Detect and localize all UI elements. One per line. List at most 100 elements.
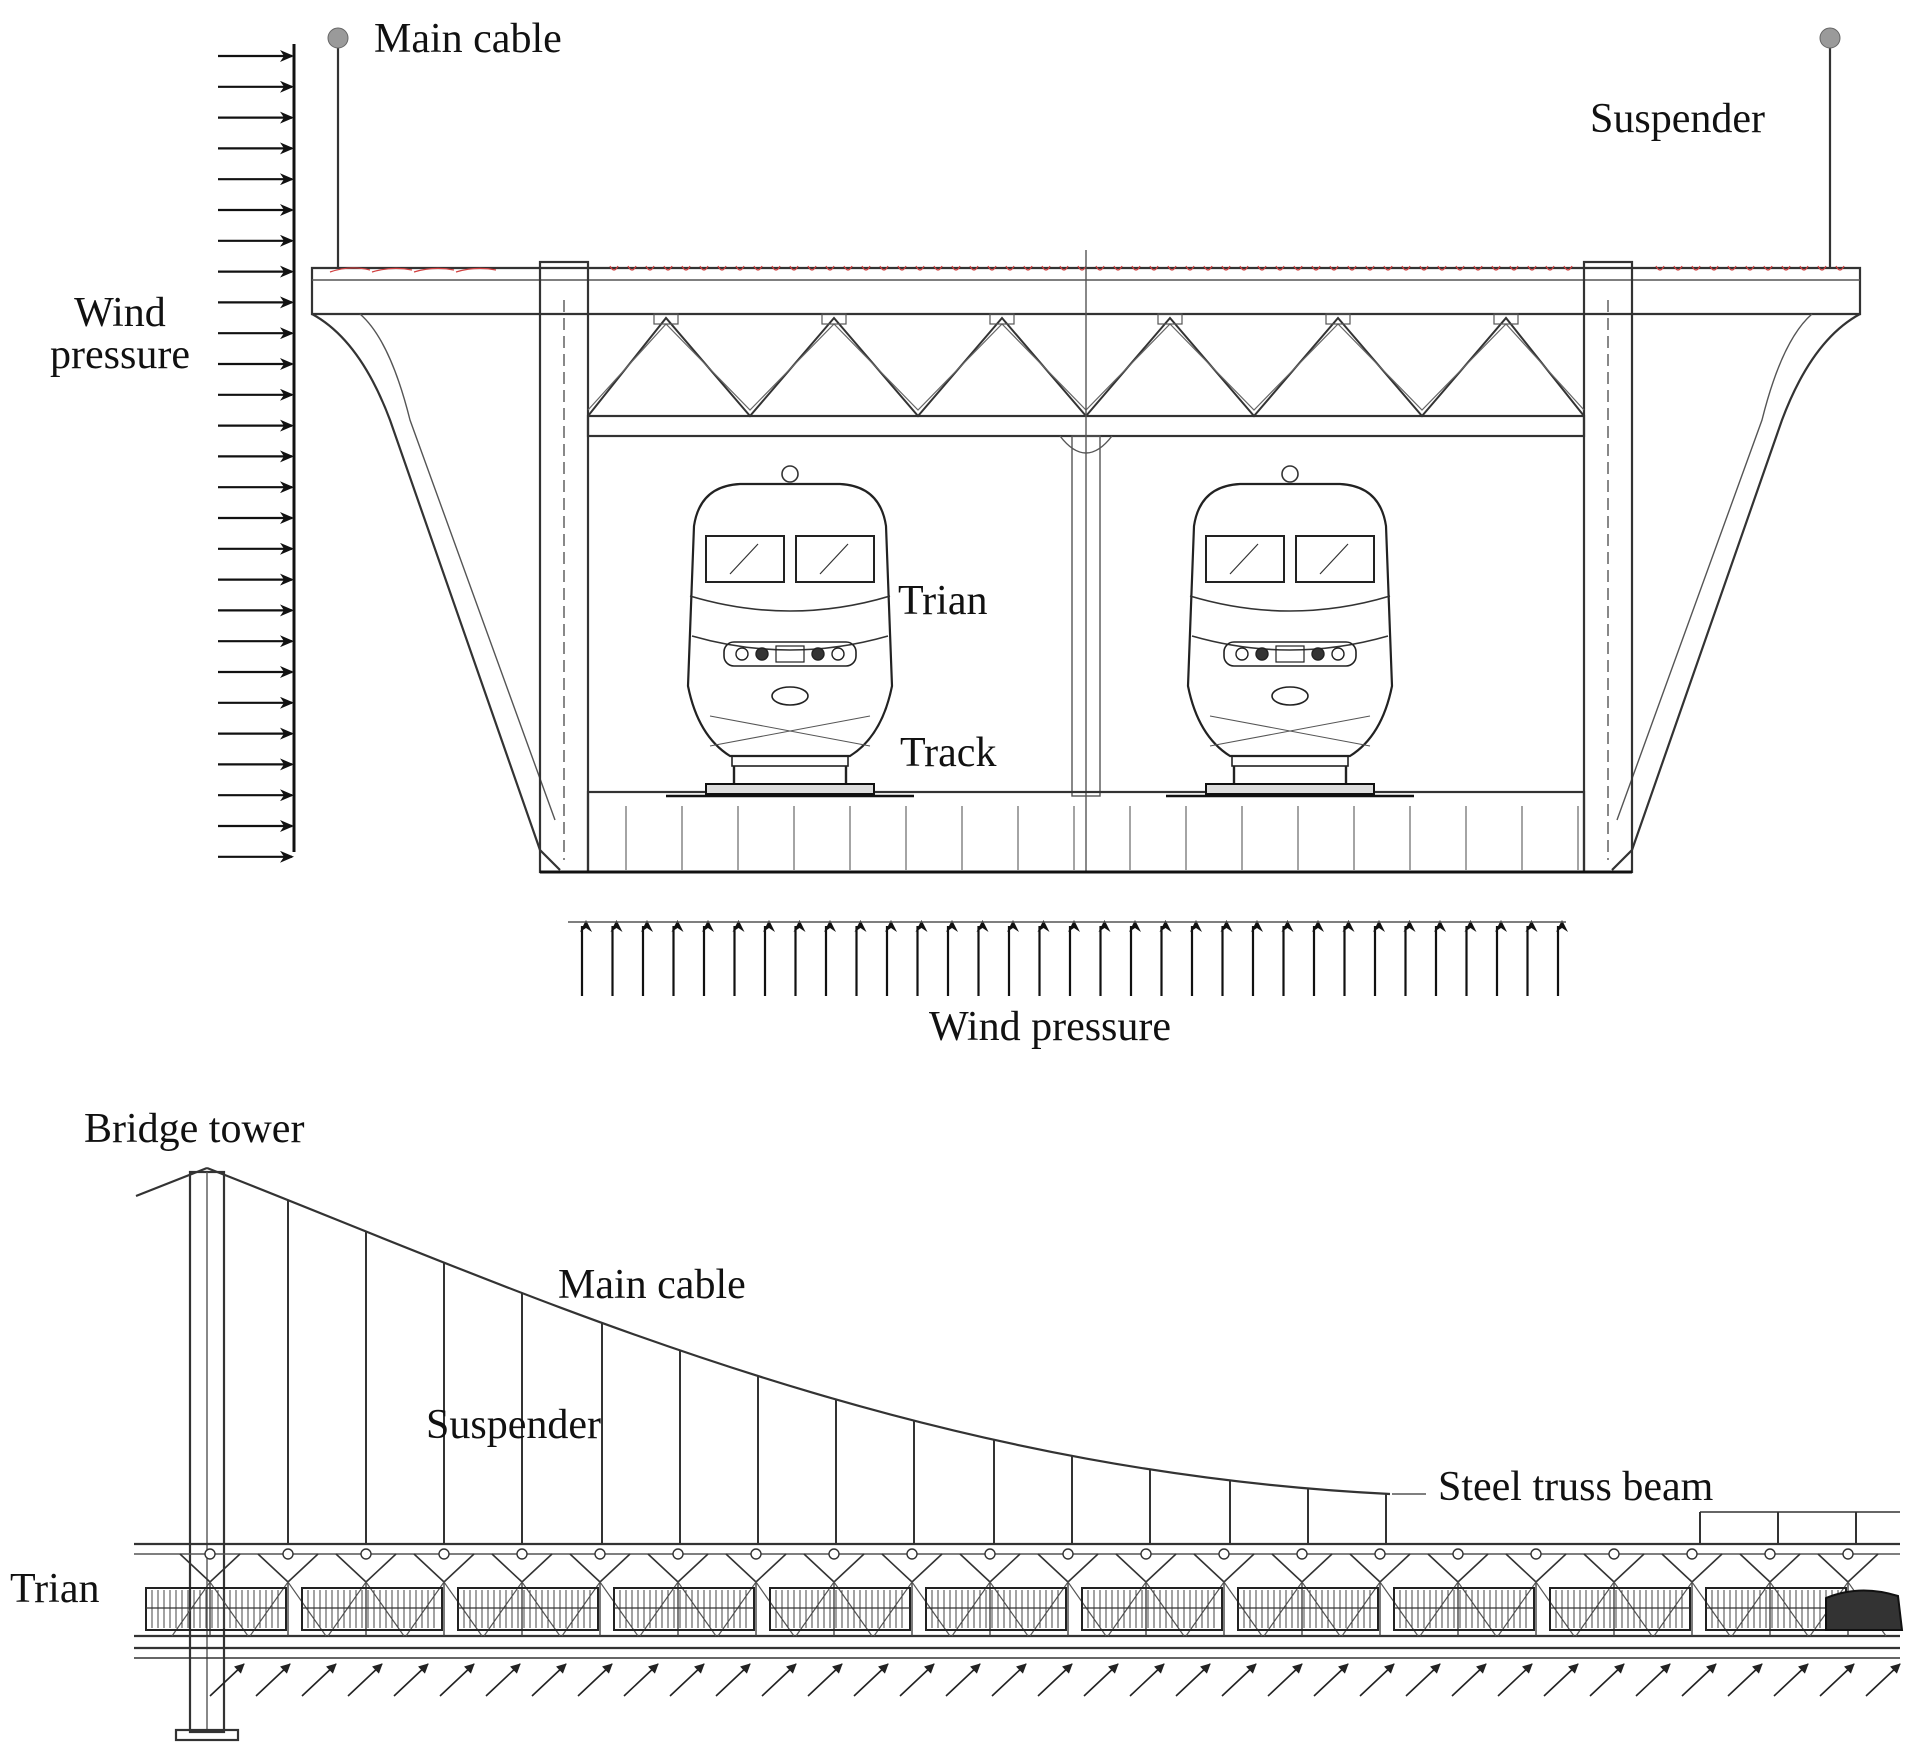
- label-suspender-elev: Suspender: [426, 1402, 601, 1448]
- window-glare: [1319, 543, 1349, 575]
- train-lamp: [1255, 647, 1269, 661]
- truss-web-diag: [405, 1580, 483, 1637]
- truss-gusset: [1493, 313, 1519, 325]
- right-chord-column: [1582, 260, 1634, 874]
- wind-hatch-arrow: [1635, 1663, 1671, 1697]
- train-car: [1393, 1587, 1535, 1631]
- label-wind-bottom: Wind pressure: [929, 1004, 1171, 1050]
- wind-hatch-arrow: [393, 1663, 429, 1697]
- wind-hatch-arrow: [347, 1663, 383, 1697]
- truss-web-diag: [561, 1580, 639, 1637]
- truss-node: [672, 1548, 684, 1560]
- truss-node: [1608, 1548, 1620, 1560]
- truss-web-diag: [327, 1580, 405, 1637]
- left-cantilever-outer: [311, 313, 561, 871]
- wind-hatch-arrow: [1681, 1663, 1717, 1697]
- truss-web-diag: [1263, 1580, 1341, 1637]
- truss-node: [1686, 1548, 1698, 1560]
- wind-hatch-arrow: [1083, 1663, 1119, 1697]
- train-window-left: [705, 535, 785, 583]
- label-track: Track: [900, 730, 996, 776]
- train-headlamp: [1281, 465, 1299, 483]
- train-light-bar: [723, 641, 857, 667]
- wind-hatch-arrow: [1773, 1663, 1809, 1697]
- wind-hatch-arrow: [1405, 1663, 1441, 1697]
- wind-hatch-arrow: [1129, 1663, 1165, 1697]
- wind-hatch-arrow: [1589, 1663, 1625, 1697]
- train-lamp: [1311, 647, 1325, 661]
- center-column: [1071, 435, 1101, 797]
- wind-hatch-arrow: [1819, 1663, 1855, 1697]
- train-lamp: [735, 647, 749, 661]
- side-elevation: Bridge tower Main cable Suspender Steel …: [10, 1106, 1904, 1742]
- truss-node: [828, 1548, 840, 1560]
- train-front-left: [666, 465, 914, 798]
- truss-web-diag: [483, 1580, 561, 1637]
- cable-node-right: [1819, 27, 1841, 49]
- train-lamp: [755, 647, 769, 661]
- truss-web-diag: [171, 1580, 249, 1637]
- wind-hatch-arrow: [1313, 1663, 1349, 1697]
- train-lamp: [1235, 647, 1249, 661]
- label-train-top: Trian: [898, 578, 987, 624]
- truss-web-diag: [1575, 1580, 1653, 1637]
- elevation-suspenders: [287, 1200, 1387, 1544]
- wind-hatch-arrow: [1037, 1663, 1073, 1697]
- train-window-right: [1295, 535, 1375, 583]
- wind-hatch-arrow: [899, 1663, 935, 1697]
- wind-hatch-arrow: [531, 1663, 567, 1697]
- wind-hatch-arrow: [807, 1663, 843, 1697]
- truss-web-diag: [717, 1580, 795, 1637]
- truss-web-diag: [639, 1580, 717, 1637]
- wind-hatch-arrow: [1451, 1663, 1487, 1697]
- train-grille: [1275, 645, 1305, 663]
- train-front-right: [1166, 465, 1414, 798]
- truss-node: [1842, 1548, 1854, 1560]
- truss-web-diag: [1497, 1580, 1575, 1637]
- wind-hatch-arrow: [439, 1663, 475, 1697]
- wind-pressure-arrows-bottom: [580, 920, 1568, 996]
- label-main-cable-top: Main cable: [374, 16, 562, 62]
- train-bogie: [1231, 755, 1349, 767]
- wind-hatch-arrow: [209, 1663, 245, 1697]
- wind-hatch-arrow: [623, 1663, 659, 1697]
- right-cantilever-outer: [1611, 313, 1861, 871]
- wind-hatch-arrow: [485, 1663, 521, 1697]
- wind-hatch-arrow: [1175, 1663, 1211, 1697]
- track-slab: [1205, 783, 1375, 795]
- train-side-view: [145, 1587, 1904, 1631]
- train-body-line: [1191, 635, 1389, 651]
- wind-hatch-arrow: [761, 1663, 797, 1697]
- train-car: [1081, 1587, 1223, 1631]
- truss-node: [984, 1548, 996, 1560]
- center-column-bracket: [1059, 435, 1113, 454]
- wind-hatch-arrow: [1497, 1663, 1533, 1697]
- truss-web-diag: [1731, 1580, 1809, 1637]
- wind-hatch-arrow: [1267, 1663, 1303, 1697]
- label-train-elev: Trian: [10, 1566, 99, 1612]
- train-skirt-lines: [709, 715, 871, 747]
- truss-web-diag: [249, 1580, 327, 1637]
- truss-node: [282, 1548, 294, 1560]
- cross-section: Main cable Suspender Wind pressure Trian…: [50, 16, 1862, 1050]
- label-wind-line2: pressure: [50, 332, 190, 378]
- wind-hatch-arrow: [301, 1663, 337, 1697]
- train-body: [686, 482, 894, 758]
- truss-gusset: [989, 313, 1015, 325]
- train-body: [1186, 482, 1394, 758]
- wind-hatch-arrow: [1359, 1663, 1395, 1697]
- truss-node: [1062, 1548, 1074, 1560]
- train-body-line: [1189, 595, 1391, 612]
- train-car: [769, 1587, 911, 1631]
- left-chord-column: [538, 260, 590, 874]
- truss-node: [1296, 1548, 1308, 1560]
- track-slab: [705, 783, 875, 795]
- truss-web-diag: [1107, 1580, 1185, 1637]
- window-glare: [819, 543, 849, 575]
- wind-hatch-arrow: [1221, 1663, 1257, 1697]
- train-car: [925, 1587, 1067, 1631]
- truss-node: [1530, 1548, 1542, 1560]
- truss-node: [1140, 1548, 1152, 1560]
- elevation-wind-arrows: [134, 1657, 1901, 1697]
